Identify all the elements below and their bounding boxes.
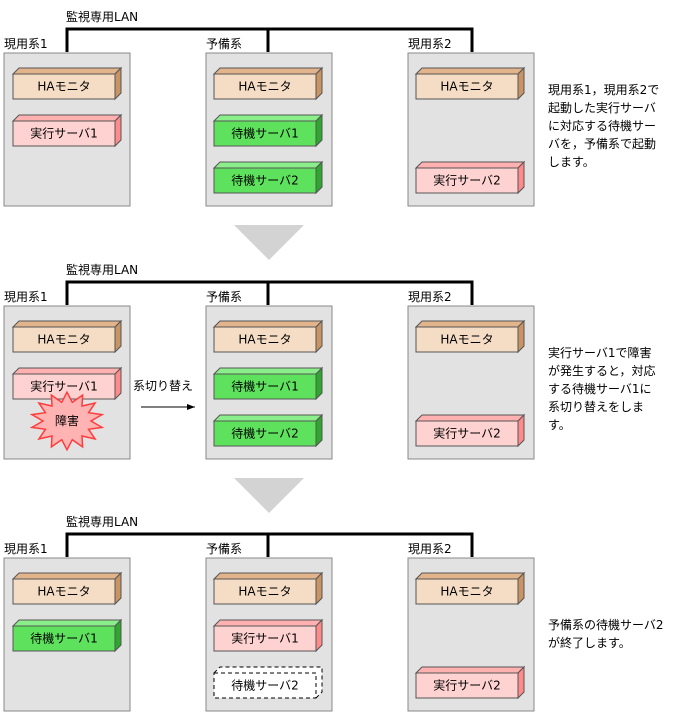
- standby-server1-box: 待機サーバ1: [11, 618, 123, 653]
- exec-server2-label: 実行サーバ2: [433, 678, 501, 693]
- ha-monitor-box: HAモニタ: [212, 319, 324, 354]
- standby-server1-box: 待機サーバ1: [212, 113, 324, 148]
- lan-line: [65, 280, 474, 305]
- standby-server1-label: 待機サーバ1: [231, 126, 299, 141]
- ha-monitor-label: HAモニタ: [238, 80, 291, 94]
- lan-line: [65, 532, 474, 557]
- ha-monitor-box: HAモニタ: [11, 319, 123, 354]
- transition-arrow-1: [234, 225, 304, 260]
- ha-monitor-label: HAモニタ: [238, 333, 291, 347]
- label-standby: 予備系: [206, 289, 242, 304]
- step-2: 監視専用LAN 現用系1 予備系 現用系2 HAモニタ 実行サーバ1 障害 系切…: [3, 262, 659, 460]
- lan-line: [65, 27, 474, 52]
- exec-server1-label: 実行サーバ1: [30, 379, 98, 394]
- lan-label: 監視専用LAN: [66, 9, 138, 24]
- ha-monitor-box: HAモニタ: [11, 571, 123, 606]
- standby-server1-label: 待機サーバ1: [30, 631, 98, 646]
- standby-server1-label: 待機サーバ1: [231, 379, 299, 394]
- ha-monitor-label: HAモニタ: [37, 333, 90, 347]
- step2-description: 実行サーバ1で障害 が発生すると，対応 する待機サーバ1に 系切り替えをしま す…: [548, 345, 659, 432]
- lan-label: 監視専用LAN: [66, 262, 138, 277]
- ha-monitor-label: HAモニタ: [440, 80, 493, 94]
- label-active2: 現用系2: [408, 290, 452, 304]
- exec-server2-box: 実行サーバ2: [414, 665, 526, 700]
- standby-server2-label: 待機サーバ2: [231, 426, 299, 441]
- ha-monitor-label: HAモニタ: [440, 585, 493, 599]
- standby-server2-label: 待機サーバ2: [231, 173, 299, 188]
- ha-monitor-box: HAモニタ: [11, 66, 123, 101]
- ha-monitor-label: HAモニタ: [238, 585, 291, 599]
- step3-description: 予備系の待機サーバ2 が終了します。: [548, 617, 667, 650]
- step-1: 監視専用LAN 現用系1 予備系 現用系2 HAモニタ 実行サーバ1 HAモニタ: [3, 9, 663, 207]
- exec-server1-label: 実行サーバ1: [30, 126, 98, 141]
- transition-arrow-2: [234, 478, 304, 513]
- ha-monitor-label: HAモニタ: [440, 333, 493, 347]
- ha-monitor-box: HAモニタ: [414, 66, 526, 101]
- standby-server1-box: 待機サーバ1: [212, 366, 324, 401]
- ha-monitor-label: HAモニタ: [37, 585, 90, 599]
- switchover-label: 系切り替え: [133, 379, 193, 393]
- exec-server1-box: 実行サーバ1: [11, 113, 123, 148]
- ha-monitor-box: HAモニタ: [414, 571, 526, 606]
- exec-server2-box: 実行サーバ2: [414, 413, 526, 448]
- ha-monitor-label: HAモニタ: [37, 80, 90, 94]
- label-active1: 現用系1: [4, 542, 48, 556]
- exec-server2-label: 実行サーバ2: [433, 173, 501, 188]
- step1-description: 現用系1，現用系2で 起動した実行サーバ に対応する待機サー バを，予備系で起動…: [548, 83, 663, 169]
- label-active2: 現用系2: [408, 542, 452, 556]
- label-standby: 予備系: [206, 541, 242, 556]
- failure-label: 障害: [55, 413, 79, 428]
- label-active1: 現用系1: [4, 290, 48, 304]
- standby-server2-label: 待機サーバ2: [231, 678, 299, 693]
- ha-monitor-box: HAモニタ: [212, 571, 324, 606]
- failure-burst: 障害: [29, 390, 105, 452]
- exec-server1-box: 実行サーバ1: [212, 618, 324, 653]
- exec-server1-label: 実行サーバ1: [231, 631, 299, 646]
- stopped-standby-server2-box: 待機サーバ2: [213, 666, 323, 699]
- label-active1: 現用系1: [4, 37, 48, 51]
- exec-server2-box: 実行サーバ2: [414, 160, 526, 195]
- label-standby: 予備系: [206, 36, 242, 51]
- step-3: 監視専用LAN 現用系1 予備系 現用系2 HAモニタ 待機サーバ1 HAモニタ: [3, 514, 667, 712]
- exec-server1-box: 実行サーバ1: [11, 366, 123, 401]
- ha-monitor-box: HAモニタ: [212, 66, 324, 101]
- standby-server2-box: 待機サーバ2: [212, 160, 324, 195]
- ha-monitor-box: HAモニタ: [414, 319, 526, 354]
- label-active2: 現用系2: [408, 37, 452, 51]
- standby-server2-box: 待機サーバ2: [212, 413, 324, 448]
- lan-label: 監視専用LAN: [66, 514, 138, 529]
- exec-server2-label: 実行サーバ2: [433, 426, 501, 441]
